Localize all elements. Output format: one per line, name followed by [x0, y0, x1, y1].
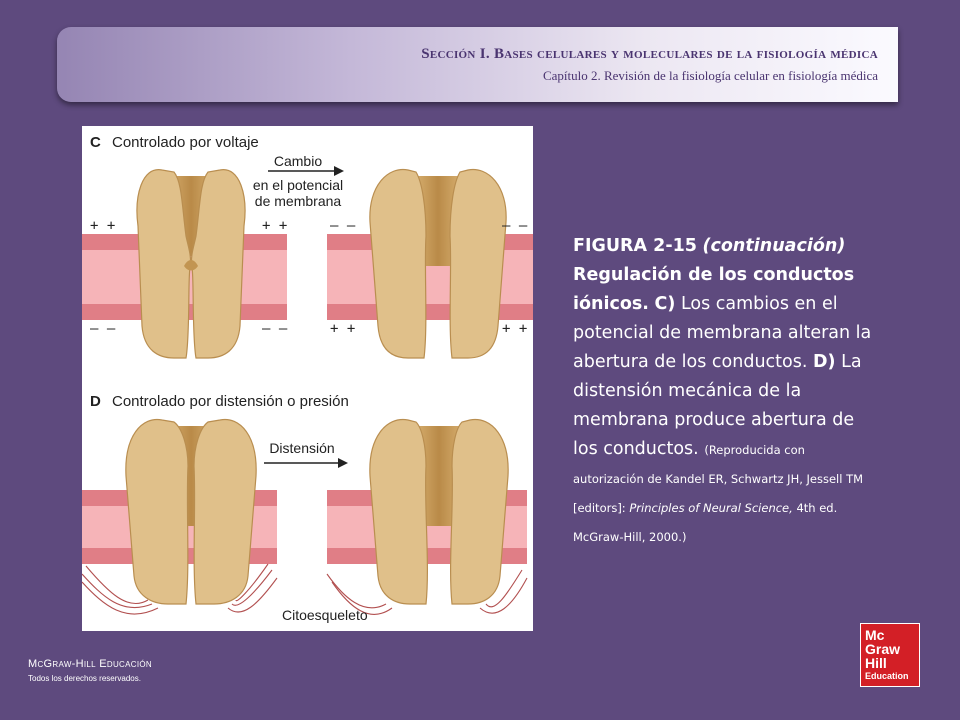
charge-c-right-bottom-2: + + — [502, 321, 527, 337]
voltage-channel-open — [369, 168, 507, 359]
stretch-channel-closed — [125, 418, 257, 605]
section-title: Sección I. Bases celulares y moleculares… — [421, 46, 878, 62]
logo-line-1: Mc — [865, 627, 885, 643]
slide-header: Sección I. Bases celulares y moleculares… — [57, 27, 898, 102]
arrow-d-label: Distensión — [269, 440, 334, 456]
arrow-c-label-1: Cambio — [274, 153, 322, 169]
arrow-c-label-2: en el potencial — [253, 177, 343, 193]
panel-c-title: Controlado por voltaje — [112, 134, 259, 151]
charge-c-right-top-2: – – — [502, 218, 528, 234]
charge-c-left-top-2: + + — [262, 218, 287, 234]
charge-c-right-bottom: + + — [330, 321, 355, 337]
charge-c-right-top: – – — [330, 218, 356, 234]
caption-c-text: Los cambios en el potencial de membrana … — [573, 294, 872, 372]
stretch-channel-open — [369, 418, 509, 605]
caption-figure-number: FIGURA 2-15 — [573, 236, 697, 256]
arrow-c-label-3: de membrana — [255, 193, 342, 209]
footer-brand: McGraw-Hill Educación — [28, 658, 152, 670]
caption-source: (Reproducida con autorización de Kandel … — [573, 443, 863, 544]
caption-c-label: C) — [654, 294, 676, 314]
caption-source-book: Principles of Neural Science, — [629, 501, 793, 515]
mcgraw-hill-logo: Mc Graw Hill Education — [860, 623, 920, 687]
charge-c-left-bottom-2: – – — [262, 321, 288, 337]
voltage-channel-closed — [136, 169, 246, 359]
charge-c-left-bottom: – – — [90, 321, 116, 337]
caption-title: Regulación de los conductos iónicos. — [573, 265, 855, 314]
chapter-title: Capítulo 2. Revisión de la fisiología ce… — [542, 68, 878, 83]
logo-line-2: Graw — [865, 641, 901, 657]
figure-caption: FIGURA 2-15 (continuación) Regulación de… — [573, 232, 873, 551]
caption-source-prefix: (Reproducida con autorización de Kandel … — [573, 443, 864, 515]
caption-d-label: D) — [812, 352, 836, 372]
cytoskeleton-label: Citoesqueleto — [282, 607, 368, 623]
figure-image: C Controlado por voltaje Ca — [82, 126, 533, 631]
panel-d-letter: D — [90, 393, 101, 410]
caption-source-suffix: 4th ed. McGraw-Hill, 2000.) — [573, 501, 838, 544]
footer-rights: Todos los derechos reservados. — [28, 674, 141, 683]
charge-c-left-top: + + — [90, 218, 115, 234]
panel-c-letter: C — [90, 134, 101, 151]
caption-d-text: La distensión mecánica de la membrana pr… — [573, 352, 862, 459]
panel-d-title: Controlado por distensión o presión — [112, 393, 349, 410]
logo-line-4: Education — [865, 671, 909, 681]
caption-continuation: (continuación) — [702, 236, 846, 256]
logo-line-3: Hill — [865, 655, 887, 671]
ion-channel-diagram: C Controlado por voltaje Ca — [82, 134, 533, 623]
cytoskeleton-filaments — [82, 563, 528, 615]
